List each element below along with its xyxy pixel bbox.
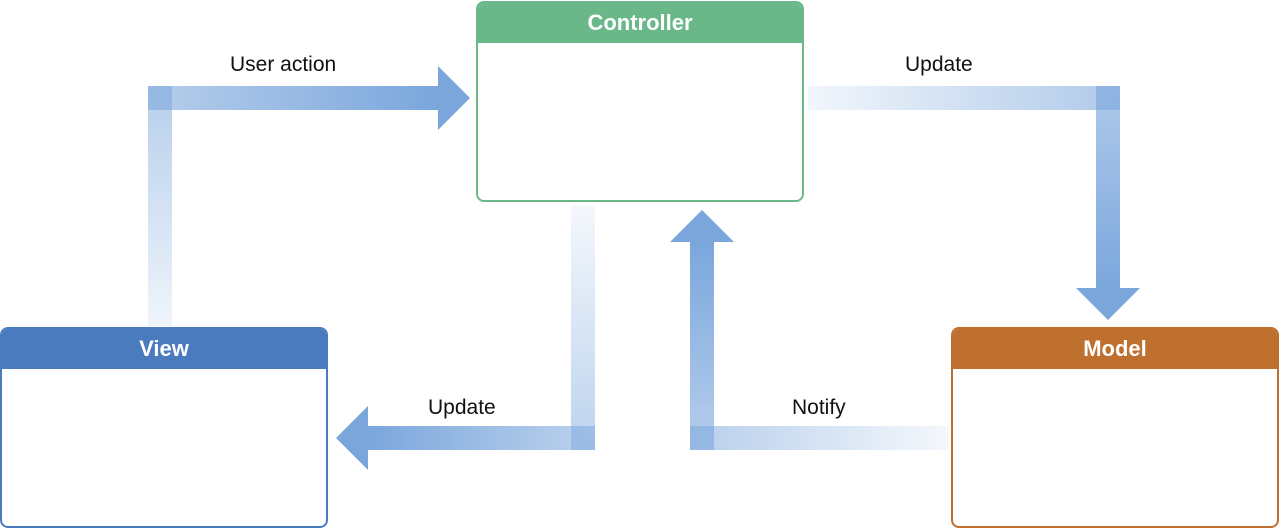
update-view-label: Update (428, 396, 496, 419)
model-box: Model (951, 327, 1279, 528)
controller-box: Controller (476, 1, 804, 202)
update-model-label: Update (905, 53, 973, 76)
update-model-arrow (808, 86, 1140, 320)
notify-arrow (670, 210, 948, 450)
notify-label: Notify (792, 396, 846, 419)
user-action-label: User action (230, 53, 337, 76)
user-action-arrow (148, 66, 470, 326)
view-title: View (2, 329, 326, 369)
update-view-arrow (336, 205, 595, 470)
model-title: Model (953, 329, 1277, 369)
controller-title: Controller (478, 3, 802, 43)
view-box: View (0, 327, 328, 528)
